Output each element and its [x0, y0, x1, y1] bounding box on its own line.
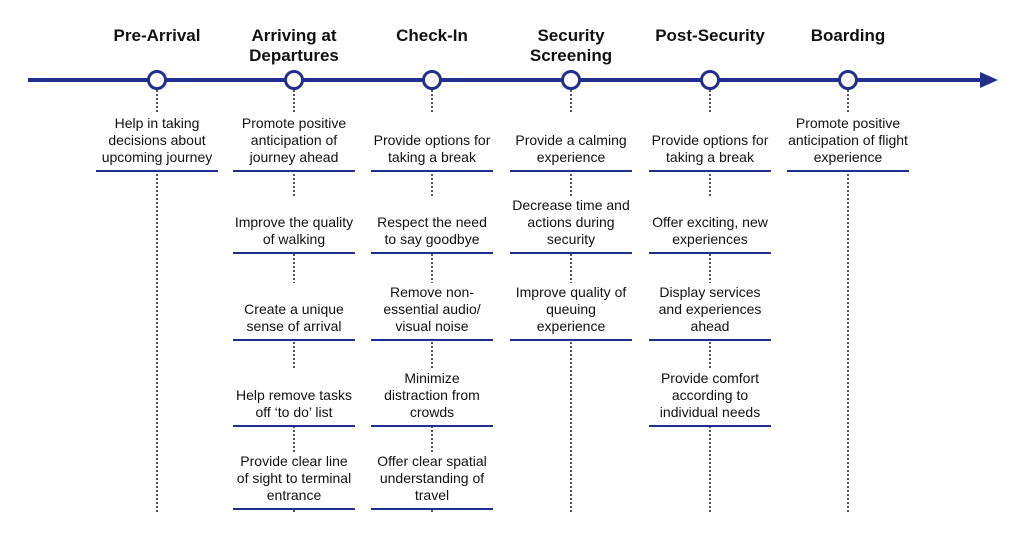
- goal-item: Help remove tasks off ‘to do’ list: [233, 369, 355, 427]
- timeline-node-icon: [838, 70, 858, 90]
- goal-item: Offer clear spatial understanding of tra…: [371, 452, 493, 510]
- stage-title: Arriving at Departures: [249, 26, 339, 65]
- goal-item: Improve the quality of walking: [233, 196, 355, 254]
- goal-item: Provide options for taking a break: [649, 114, 771, 172]
- goal-item: Provide a calming experience: [510, 114, 632, 172]
- timeline-node-icon: [561, 70, 581, 90]
- timeline-node-icon: [284, 70, 304, 90]
- goal-item: Provide options for taking a break: [371, 114, 493, 172]
- timeline-node-icon: [147, 70, 167, 90]
- dotted-connector: [156, 90, 158, 512]
- goal-item: Minimize distraction from crowds: [371, 369, 493, 427]
- goal-item: Provide comfort according to individual …: [649, 369, 771, 427]
- stage-title: Post-Security: [655, 26, 765, 45]
- goal-item: Respect the need to say goodbye: [371, 196, 493, 254]
- goal-item: Create a unique sense of arrival: [233, 283, 355, 341]
- stage-title: Pre-Arrival: [113, 26, 201, 45]
- dotted-connector: [847, 90, 849, 512]
- goal-item: Offer exciting, new experiences: [649, 196, 771, 254]
- goal-item: Promote positive anticipation of flight …: [787, 114, 909, 172]
- timeline-node-icon: [422, 70, 442, 90]
- stage-title: Security Screening: [529, 26, 613, 65]
- stage-title: Check-In: [396, 26, 468, 45]
- goal-item: Provide clear line of sight to terminal …: [233, 452, 355, 510]
- goal-item: Promote positive anticipation of journey…: [233, 114, 355, 172]
- stage-title: Boarding: [810, 26, 886, 45]
- goal-item: Decrease time and actions during securit…: [510, 196, 632, 254]
- goal-item: Improve quality of queuing experience: [510, 283, 632, 341]
- timeline-line: [28, 78, 988, 82]
- goal-item: Display services and experiences ahead: [649, 283, 771, 341]
- timeline-arrowhead-icon: [980, 72, 998, 88]
- timeline-node-icon: [700, 70, 720, 90]
- goal-item: Help in taking decisions about upcoming …: [96, 114, 218, 172]
- goal-item: Remove non-essential audio/ visual noise: [371, 283, 493, 341]
